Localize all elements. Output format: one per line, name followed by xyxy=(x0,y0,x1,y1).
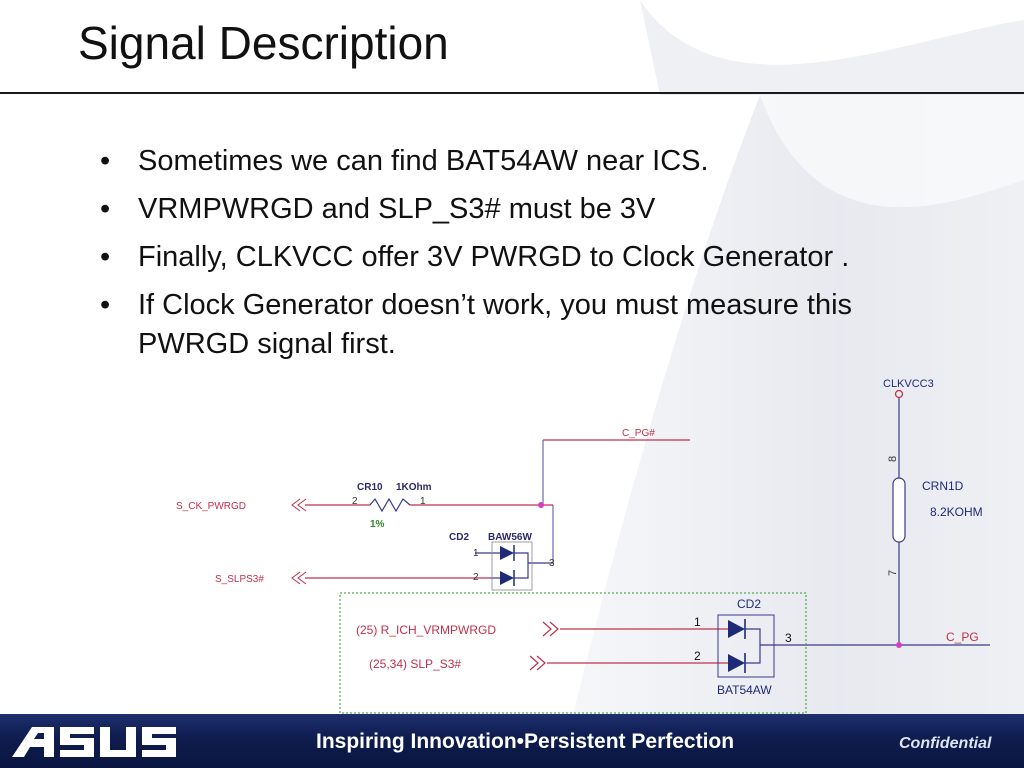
pin-number: 3 xyxy=(785,631,792,645)
offpage-arrow xyxy=(291,498,307,585)
diode-symbol xyxy=(728,654,745,672)
pin-number: 2 xyxy=(694,649,701,663)
pin-number: 8 xyxy=(887,456,899,462)
net-label-vrmpwrgd: (25) R_ICH_VRMPWRGD xyxy=(356,623,496,637)
confidential-label: Confidential xyxy=(899,735,992,752)
pin-number: 1 xyxy=(420,496,426,507)
pin-number: 1 xyxy=(473,548,479,559)
pin-number: 1 xyxy=(694,615,701,629)
diode-outline xyxy=(491,541,533,591)
bullet-item: VRMPWRGD and SLP_S3# must be 3V xyxy=(100,190,930,229)
footer-bar: Inspiring Innovation•Persistent Perfecti… xyxy=(0,714,1024,768)
net-label-cpg: C_PG# xyxy=(622,428,655,439)
power-rail-symbol xyxy=(894,389,904,399)
junction-dot xyxy=(538,502,544,508)
offpage-arrow xyxy=(529,621,559,671)
resistor-symbol xyxy=(369,497,411,513)
asus-logo xyxy=(12,727,176,757)
pin-number: 3 xyxy=(549,558,555,569)
pin-number: 2 xyxy=(473,572,479,583)
footer-tagline: Inspiring Innovation•Persistent Perfecti… xyxy=(316,730,735,753)
pin-number: 2 xyxy=(352,496,358,507)
bullet-item: Sometimes we can find BAT54AW near ICS. xyxy=(100,142,930,181)
power-rail-label: CLKVCC3 xyxy=(883,378,934,390)
title-divider xyxy=(0,92,1024,94)
diode-part: BAW56W xyxy=(488,532,532,543)
highlight-box xyxy=(339,592,807,714)
wire xyxy=(745,628,761,664)
diode-symbol xyxy=(500,571,514,585)
net-label-slps3: S_SLPS3# xyxy=(215,574,264,585)
diode-outline xyxy=(717,614,775,678)
highlight-box-circuit: CD2 BAT54AW (25) R_ICH_VRMPWRGD (25,34) … xyxy=(339,592,807,714)
diode-symbol xyxy=(728,620,745,638)
slide-title: Signal Description xyxy=(78,17,449,69)
diode-part: BAT54AW xyxy=(717,683,772,697)
bullet-list: Sometimes we can find BAT54AW near ICS. … xyxy=(100,142,930,373)
diode-ref: CD2 xyxy=(737,597,761,611)
resistor-network-ref: CRN1D xyxy=(922,479,964,493)
pullup-circuit: CLKVCC3 CRN1D 8.2KOHM 8 7 C_PG xyxy=(790,378,990,648)
top-circuit: C_PG# S_CK_PWRGD S_SLPS3# CR10 1KOhm 2 1… xyxy=(176,428,690,591)
resistor-network-value: 8.2KOHM xyxy=(930,505,983,519)
resistor-ref: CR10 xyxy=(357,482,383,493)
resistor-tolerance: 1% xyxy=(370,519,385,530)
diode-symbol xyxy=(500,546,514,560)
resistor-network-symbol xyxy=(892,477,906,543)
net-label-cpg-out: C_PG xyxy=(946,630,979,644)
bullet-item: Finally, CLKVCC offer 3V PWRGD to Clock … xyxy=(100,238,930,277)
net-label-slp-s3: (25,34) SLP_S3# xyxy=(369,657,461,671)
bullet-item: If Clock Generator doesn’t work, you mus… xyxy=(100,286,930,364)
pin-number: 7 xyxy=(887,570,899,576)
resistor-value: 1KOhm xyxy=(396,482,432,493)
junction-dot xyxy=(896,642,902,648)
diode-ref: CD2 xyxy=(449,532,469,543)
wire xyxy=(514,552,529,579)
net-label-ck-pwrgd: S_CK_PWRGD xyxy=(176,501,246,512)
